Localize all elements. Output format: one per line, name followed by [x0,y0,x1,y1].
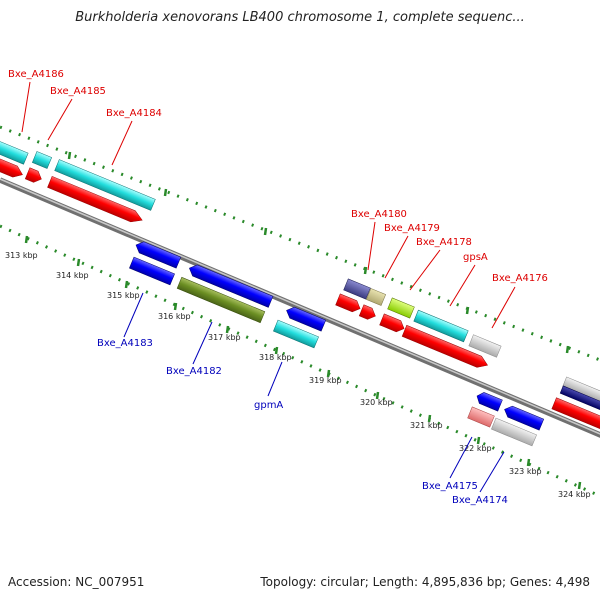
gene-blue-arrow[interactable] [187,263,274,308]
kbp-label: 314 kbp [56,271,89,280]
kbp-label: 313 kbp [5,251,38,260]
kbp-tick [363,266,368,275]
kbp-label: 316 kbp [158,312,191,321]
gene-label[interactable]: Bxe_A4186 [8,69,64,80]
kbp-tick [67,151,72,160]
leader-line [111,120,133,166]
gene-label[interactable]: Bxe_A4183 [97,338,153,349]
gene-gpma[interactable] [273,319,319,349]
kbp-tick [427,414,432,423]
kbp-tick [465,306,470,315]
backbone-highlight [0,178,600,435]
gene-label[interactable]: Bxe_A4185 [50,86,106,97]
leader-line [367,221,376,271]
leader-line [491,286,516,329]
kbp-tick [225,325,230,334]
gene-bxe-a4176[interactable] [468,334,502,358]
kbp-tick [577,481,582,490]
leader-line [192,321,213,365]
gene-bxe-a4175[interactable] [467,406,495,428]
gene-bxe-a4179[interactable] [365,288,387,306]
upper-scale-ring [0,125,600,362]
gene-bxe-a4174[interactable] [491,417,537,447]
kbp-label: 320 kbp [360,398,393,407]
backbone-line [0,177,600,438]
kbp-label: 318 kbp [259,353,292,362]
gene-label[interactable]: Bxe_A4182 [166,366,222,377]
leader-line [409,249,441,291]
leader-line [479,451,505,493]
leader-line [123,292,144,338]
leader-line [384,235,409,279]
genome-summary-text: Topology: circular; Length: 4,895,836 bp… [260,575,590,589]
gene-bxe-a4184[interactable] [54,159,156,211]
gene-bxe-a4186[interactable] [0,139,29,165]
gene-label[interactable]: Bxe_A4175 [422,481,478,492]
gene-bxe-a4183[interactable] [129,256,175,286]
kbp-label: 324 kbp [558,490,591,499]
kbp-label: 323 kbp [509,467,542,476]
map-title: Burkholderia xenovorans LB400 chromosome… [75,10,525,25]
gene-red-arrow[interactable] [47,175,145,225]
accession-text: Accession: NC_007951 [8,575,145,589]
gene-label[interactable]: Bxe_A4176 [492,273,548,284]
kbp-label: 317 kbp [208,333,241,342]
kbp-tick [274,346,279,355]
gene-red-arrow[interactable] [358,304,377,322]
gene-blue-arrow[interactable] [284,305,327,332]
kbp-tick [24,235,29,244]
gene-bxe-a4180[interactable] [343,278,371,300]
kbp-tick [173,302,178,311]
kbp-tick [565,345,570,354]
kbp-tick [375,391,380,400]
lower-scale-ring [0,224,600,498]
gene-red-arrow[interactable] [379,313,407,334]
gene-blue-arrow[interactable] [134,240,182,269]
gene-bxe-a4182[interactable] [176,276,266,324]
kbp-label: 319 kbp [309,376,342,385]
kbp-tick [163,188,168,197]
gene-red-arrow[interactable] [0,153,25,180]
gene-label[interactable]: Bxe_A4180 [351,209,407,220]
kbp-tick [124,280,129,289]
leader-line [47,98,73,141]
leader-line [21,81,31,133]
gene-label[interactable]: gpsA [463,252,488,263]
gene-blue-arrow[interactable] [502,404,545,431]
gene-gpsa[interactable] [413,309,469,343]
gene-label[interactable]: Bxe_A4174 [452,495,508,506]
gene-label[interactable]: Bxe_A4179 [384,223,440,234]
leader-line [267,361,283,397]
kbp-tick [263,227,268,236]
gene-bxe-a4185[interactable] [31,151,53,169]
gene-red-arrow[interactable] [24,167,43,185]
gene-red-arrow[interactable] [335,293,363,314]
kbp-label: 322 kbp [459,444,492,453]
kbp-label: 315 kbp [107,291,140,300]
gene-red-arrow[interactable] [401,324,490,371]
leader-line [449,436,473,479]
gene-label[interactable]: Bxe_A4178 [416,237,472,248]
kbp-tick [76,258,81,267]
kbp-label: 321 kbp [410,421,443,430]
kbp-tick [476,436,481,445]
gene-blue-arrow[interactable] [475,390,503,412]
gene-navy-box[interactable] [559,385,600,411]
gene-label[interactable]: Bxe_A4184 [106,108,162,119]
kbp-tick [526,458,531,467]
kbp-tick [326,369,331,378]
gene-bxe-a4178[interactable] [387,297,415,319]
gene-label[interactable]: gpmA [254,400,283,411]
leader-line [449,264,476,307]
